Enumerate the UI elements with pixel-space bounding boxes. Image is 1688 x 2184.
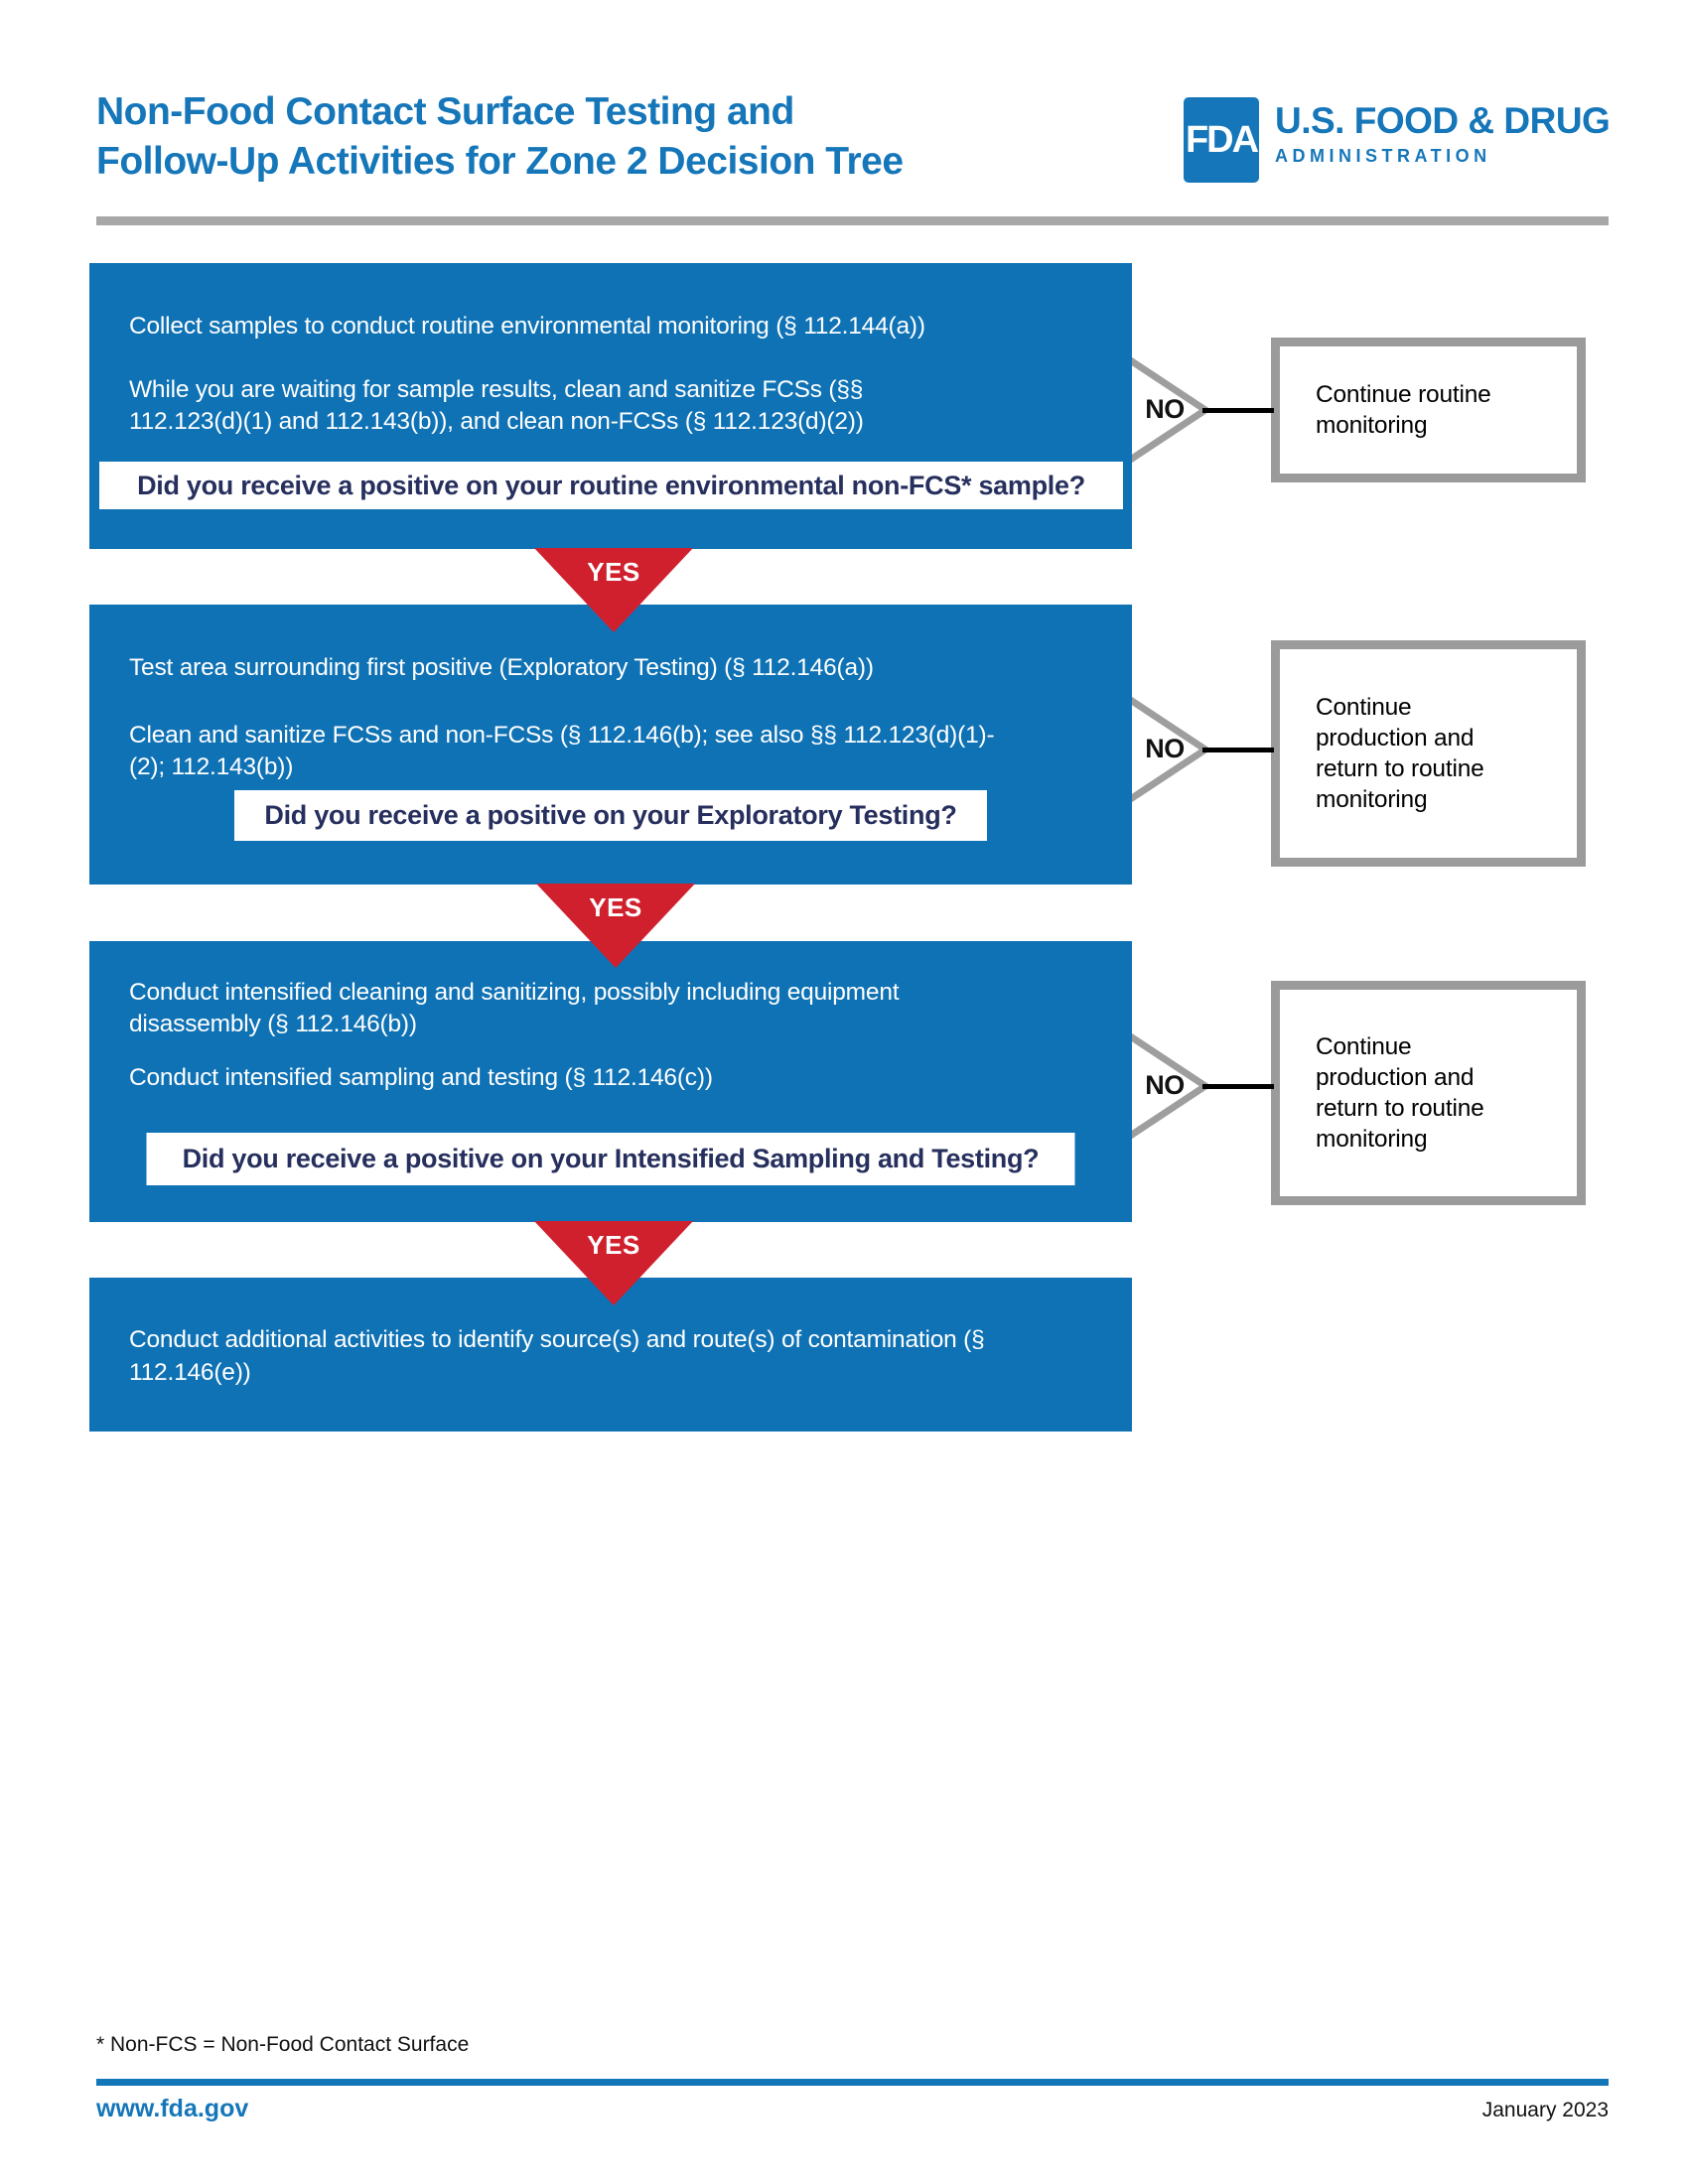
publication-date: January 2023: [1481, 2099, 1609, 2121]
yes-arrow-icon-1: YES: [534, 548, 693, 633]
flow-step-2: Test area surrounding first positive (Ex…: [89, 605, 1132, 885]
flow-step-3: Conduct intensified cleaning and sanitiz…: [89, 941, 1132, 1222]
flow-step-2-text-1: Test area surrounding first positive (Ex…: [129, 654, 874, 681]
no-arrow-label-3: NO: [1145, 1070, 1185, 1100]
yes-arrow-icon-2: YES: [536, 884, 695, 969]
fda-logo-wordmark: U.S. FOOD & DRUG ADMINISTRATION: [1275, 100, 1611, 167]
page-title-line2: Follow-Up Activities for Zone 2 Decision…: [96, 140, 904, 183]
outcome-box-3-text: Continue production and return to routin…: [1316, 1033, 1484, 1153]
outcome-box-3: Continue production and return to routin…: [1271, 981, 1586, 1205]
fda-website-link[interactable]: www.fda.gov: [96, 2095, 249, 2122]
connector-line-3: [1202, 1084, 1274, 1089]
flow-step-2-text-2: Clean and sanitize FCSs and non-FCSs (§ …: [129, 722, 995, 780]
outcome-box-2: Continue production and return to routin…: [1271, 640, 1586, 867]
page-title: Non-Food Contact Surface Testing and Fol…: [96, 87, 904, 187]
footer-divider: [96, 2079, 1609, 2086]
no-arrow-label-1: NO: [1145, 394, 1185, 424]
flow-step-3-text-1: Conduct intensified cleaning and sanitiz…: [129, 979, 900, 1037]
flow-step-2-question: Did you receive a positive on your Explo…: [234, 790, 987, 841]
yes-arrow-label-2: YES: [589, 892, 642, 922]
no-arrow-label-2: NO: [1145, 734, 1185, 763]
connector-line-2: [1202, 748, 1274, 752]
outcome-box-1: Continue routine monitoring: [1271, 338, 1586, 482]
flow-step-4: Conduct additional activities to identif…: [89, 1278, 1132, 1432]
flow-step-3-text-2: Conduct intensified sampling and testing…: [129, 1064, 713, 1091]
fda-logo-icon: FDA: [1184, 97, 1259, 183]
page-title-line1: Non-Food Contact Surface Testing and: [96, 90, 794, 133]
fda-logo-acronym: FDA: [1185, 118, 1259, 161]
flow-step-1-text-1: Collect samples to conduct routine envir…: [129, 313, 925, 340]
yes-arrow-label-3: YES: [587, 1230, 640, 1260]
yes-arrow-icon-3: YES: [534, 1221, 693, 1306]
fda-logo-org-line2: ADMINISTRATION: [1275, 146, 1491, 166]
flow-step-4-text-1: Conduct additional activities to identif…: [129, 1326, 985, 1386]
footnote: * Non-FCS = Non-Food Contact Surface: [96, 2033, 470, 2056]
outcome-box-1-text: Continue routine monitoring: [1316, 381, 1491, 439]
fda-logo-org-line1: U.S. FOOD & DRUG: [1275, 100, 1611, 141]
yes-arrow-label-1: YES: [587, 557, 640, 587]
flow-step-1: Collect samples to conduct routine envir…: [89, 263, 1132, 549]
outcome-box-2-text: Continue production and return to routin…: [1316, 694, 1484, 813]
header-divider: [96, 216, 1609, 225]
connector-line-1: [1202, 408, 1274, 413]
flow-step-3-question: Did you receive a positive on your Inten…: [146, 1133, 1075, 1185]
flow-step-1-text-2: While you are waiting for sample results…: [129, 376, 864, 435]
flow-step-1-question: Did you receive a positive on your routi…: [99, 462, 1123, 509]
